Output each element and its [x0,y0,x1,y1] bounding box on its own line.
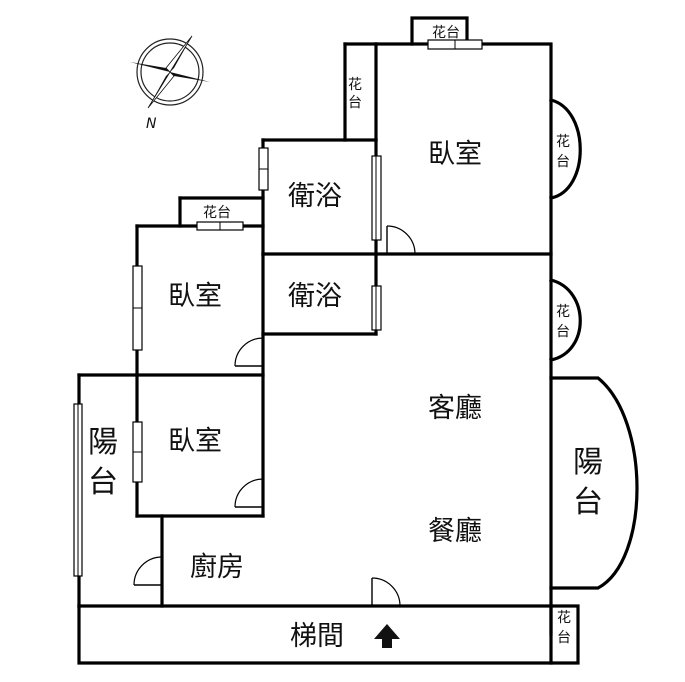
planter-right-mid-label-1: 花 [556,304,570,320]
room-label-bath-top: 衛浴 [288,181,342,212]
planter-upper-label-1: 花 [348,77,362,93]
planter-right-bottom-label-2: 台 [557,630,571,646]
planter-upper-label-2: 台 [348,95,362,111]
room-label-bath-mid: 衛浴 [288,281,342,312]
room-label-bedroom-top: 臥室 [428,139,482,170]
balcony-right-label-2: 台 [573,485,603,520]
room-label-kitchen: 廚房 [190,552,244,583]
up-arrow-icon [374,624,400,648]
planter-top-label: 花台 [432,25,460,41]
compass-rose-icon: N [130,35,210,132]
planter-right-mid-label-2: 台 [556,324,570,340]
planter-left-label: 花台 [203,205,231,221]
balcony-left-label-1: 陽 [88,425,118,460]
room-label-dining: 餐廳 [428,516,482,547]
windows [73,39,483,577]
compass-north-label: N [146,116,157,132]
planter-right-top-label-1: 花 [556,134,570,150]
walls [77,16,639,665]
room-label-living: 客廳 [428,393,482,424]
planter-right-top-label-2: 台 [556,154,570,170]
balcony-right-label-1: 陽 [573,445,603,480]
balcony-left-label-2: 台 [88,465,118,500]
doors [133,225,416,607]
room-label-bedroom-low: 臥室 [168,426,222,457]
room-label-bedroom-mid: 臥室 [168,281,222,312]
planter-right-bottom-label-1: 花 [557,610,571,626]
room-label-stair: 梯間 [290,621,344,652]
